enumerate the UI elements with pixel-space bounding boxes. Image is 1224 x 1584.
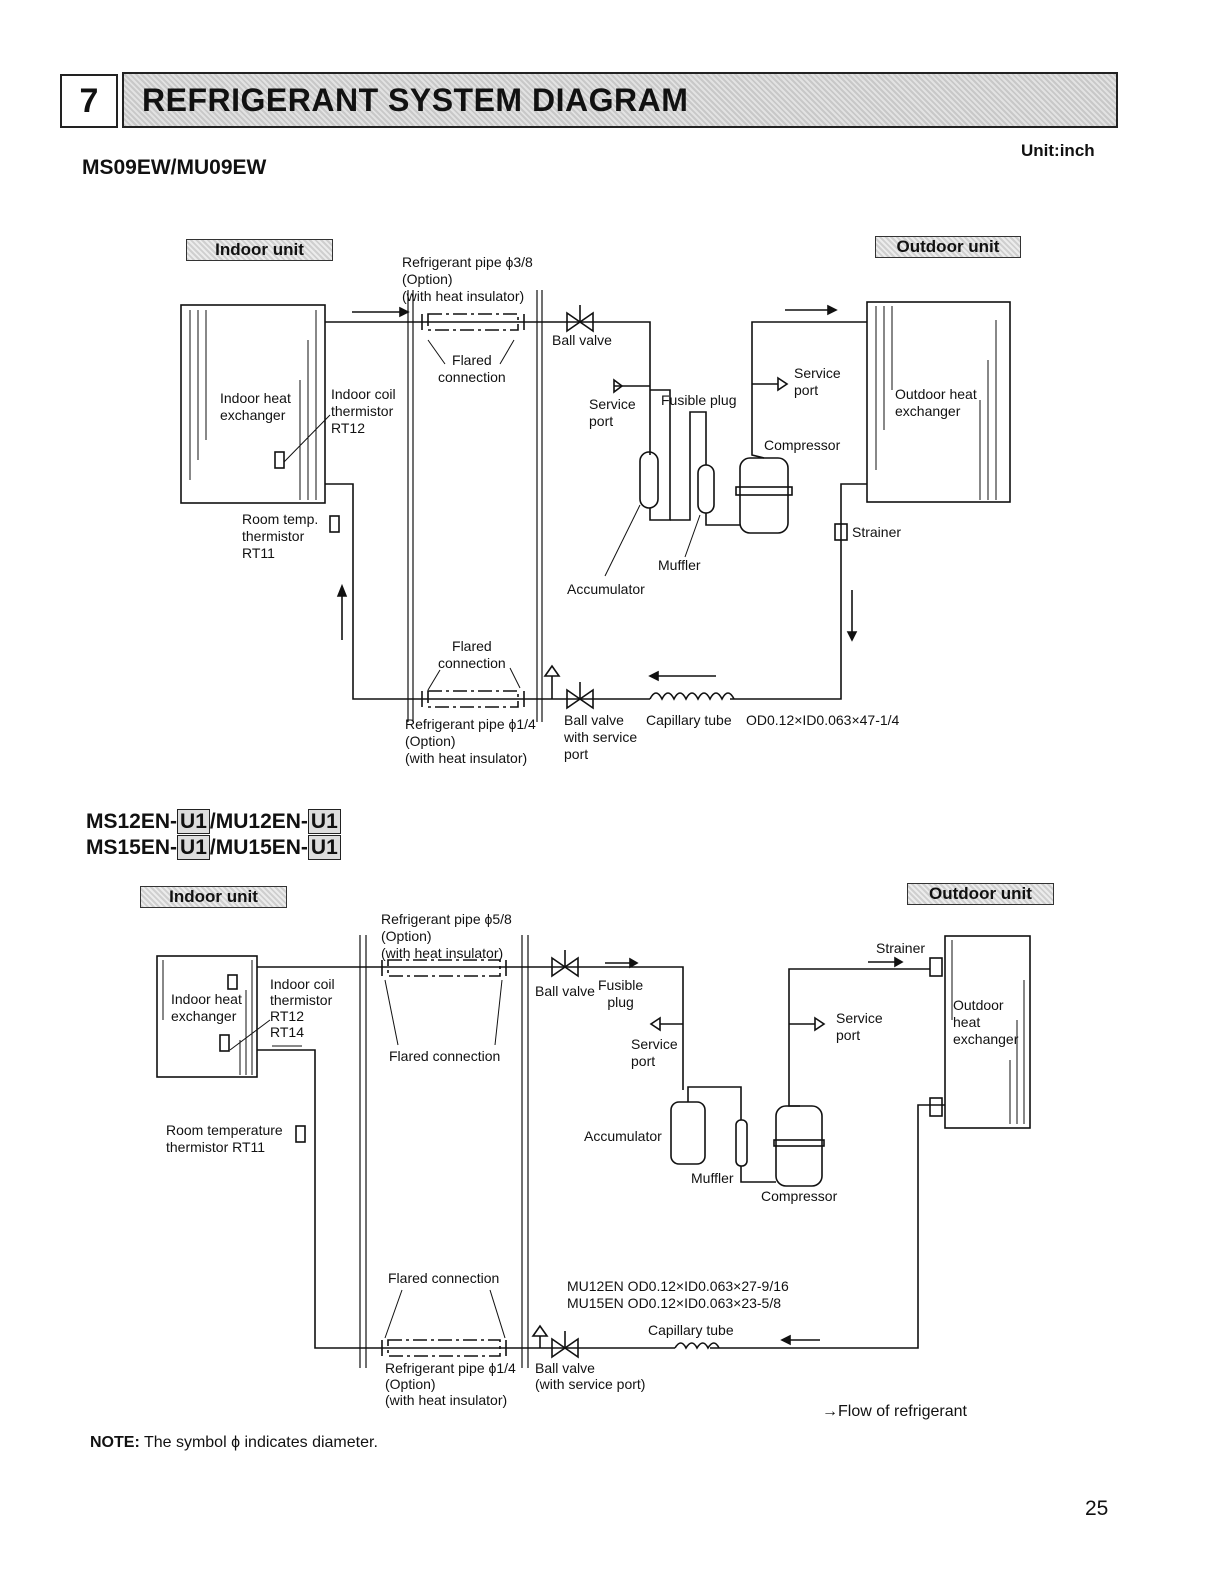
model-title-1: MS09EW/MU09EW [82, 156, 267, 179]
capillary-label-2: Capillary tube [648, 1322, 734, 1338]
strainer-label-2: Strainer [876, 940, 926, 956]
ball-valve-label-2: Ball valve [535, 983, 595, 999]
outdoor-unit-label-2: Outdoor unit [907, 883, 1054, 905]
ball-valve-service-label-2: Ball valve(with service port) [535, 1360, 646, 1392]
outdoor-unit-label-1: Outdoor unit [875, 236, 1021, 258]
section-number: 7 [60, 74, 118, 128]
pipe-top-label-1: Refrigerant pipe ϕ3/8(Option)(with heat … [402, 254, 533, 304]
indoor-heat-exchanger-2 [156, 955, 258, 1078]
pipe-bottom-label-2: Refrigerant pipe ϕ1/4(Option)(with heat … [385, 1360, 516, 1408]
ball-valve-label-1: Ball valve [552, 332, 612, 348]
accumulator-label-1: Accumulator [567, 581, 645, 597]
pipe-bottom-label-1: Refrigerant pipe ϕ1/4(Option)(with heat … [405, 716, 536, 766]
accumulator-label-2: Accumulator [584, 1128, 662, 1144]
compressor-label-2: Compressor [761, 1188, 838, 1204]
flow-legend: →Flow of refrigerant [822, 1403, 967, 1420]
indoor-unit-label-2: Indoor unit [140, 886, 287, 908]
pipe-top-label-2: Refrigerant pipe ϕ5/8(Option)(with heat … [381, 911, 512, 961]
capillary-spec-1: OD0.12×ID0.063×47-1/4 [746, 712, 900, 728]
model-title-2: MS12EN-U1/MU12EN-U1 MS15EN-U1/MU15EN-U1 [86, 809, 341, 861]
flared-top-label-2: Flared connection [389, 1048, 501, 1064]
page-number: 25 [1085, 1497, 1109, 1520]
indoor-unit-label-1: Indoor unit [186, 239, 333, 261]
outdoor-heat-exchanger-2 [944, 935, 1031, 1129]
muffler-label-1: Muffler [658, 557, 701, 573]
fusible-plug-label-1: Fusible plug [661, 392, 737, 408]
flared-bottom-label-2: Flared connection [388, 1270, 500, 1286]
compressor-label-1: Compressor [764, 437, 841, 453]
note: NOTE: The symbol ϕ indicates diameter. [90, 1434, 378, 1451]
strainer-label-1: Strainer [852, 524, 902, 540]
indoor-heat-exchanger-1 [180, 304, 326, 504]
section-title: REFRIGERANT SYSTEM DIAGRAM [122, 72, 1118, 128]
unit-label: Unit:inch [1021, 141, 1095, 160]
capillary-label-1: Capillary tube [646, 712, 732, 728]
muffler-label-2: Muffler [691, 1170, 734, 1186]
outdoor-heat-exchanger-1 [866, 301, 1011, 503]
